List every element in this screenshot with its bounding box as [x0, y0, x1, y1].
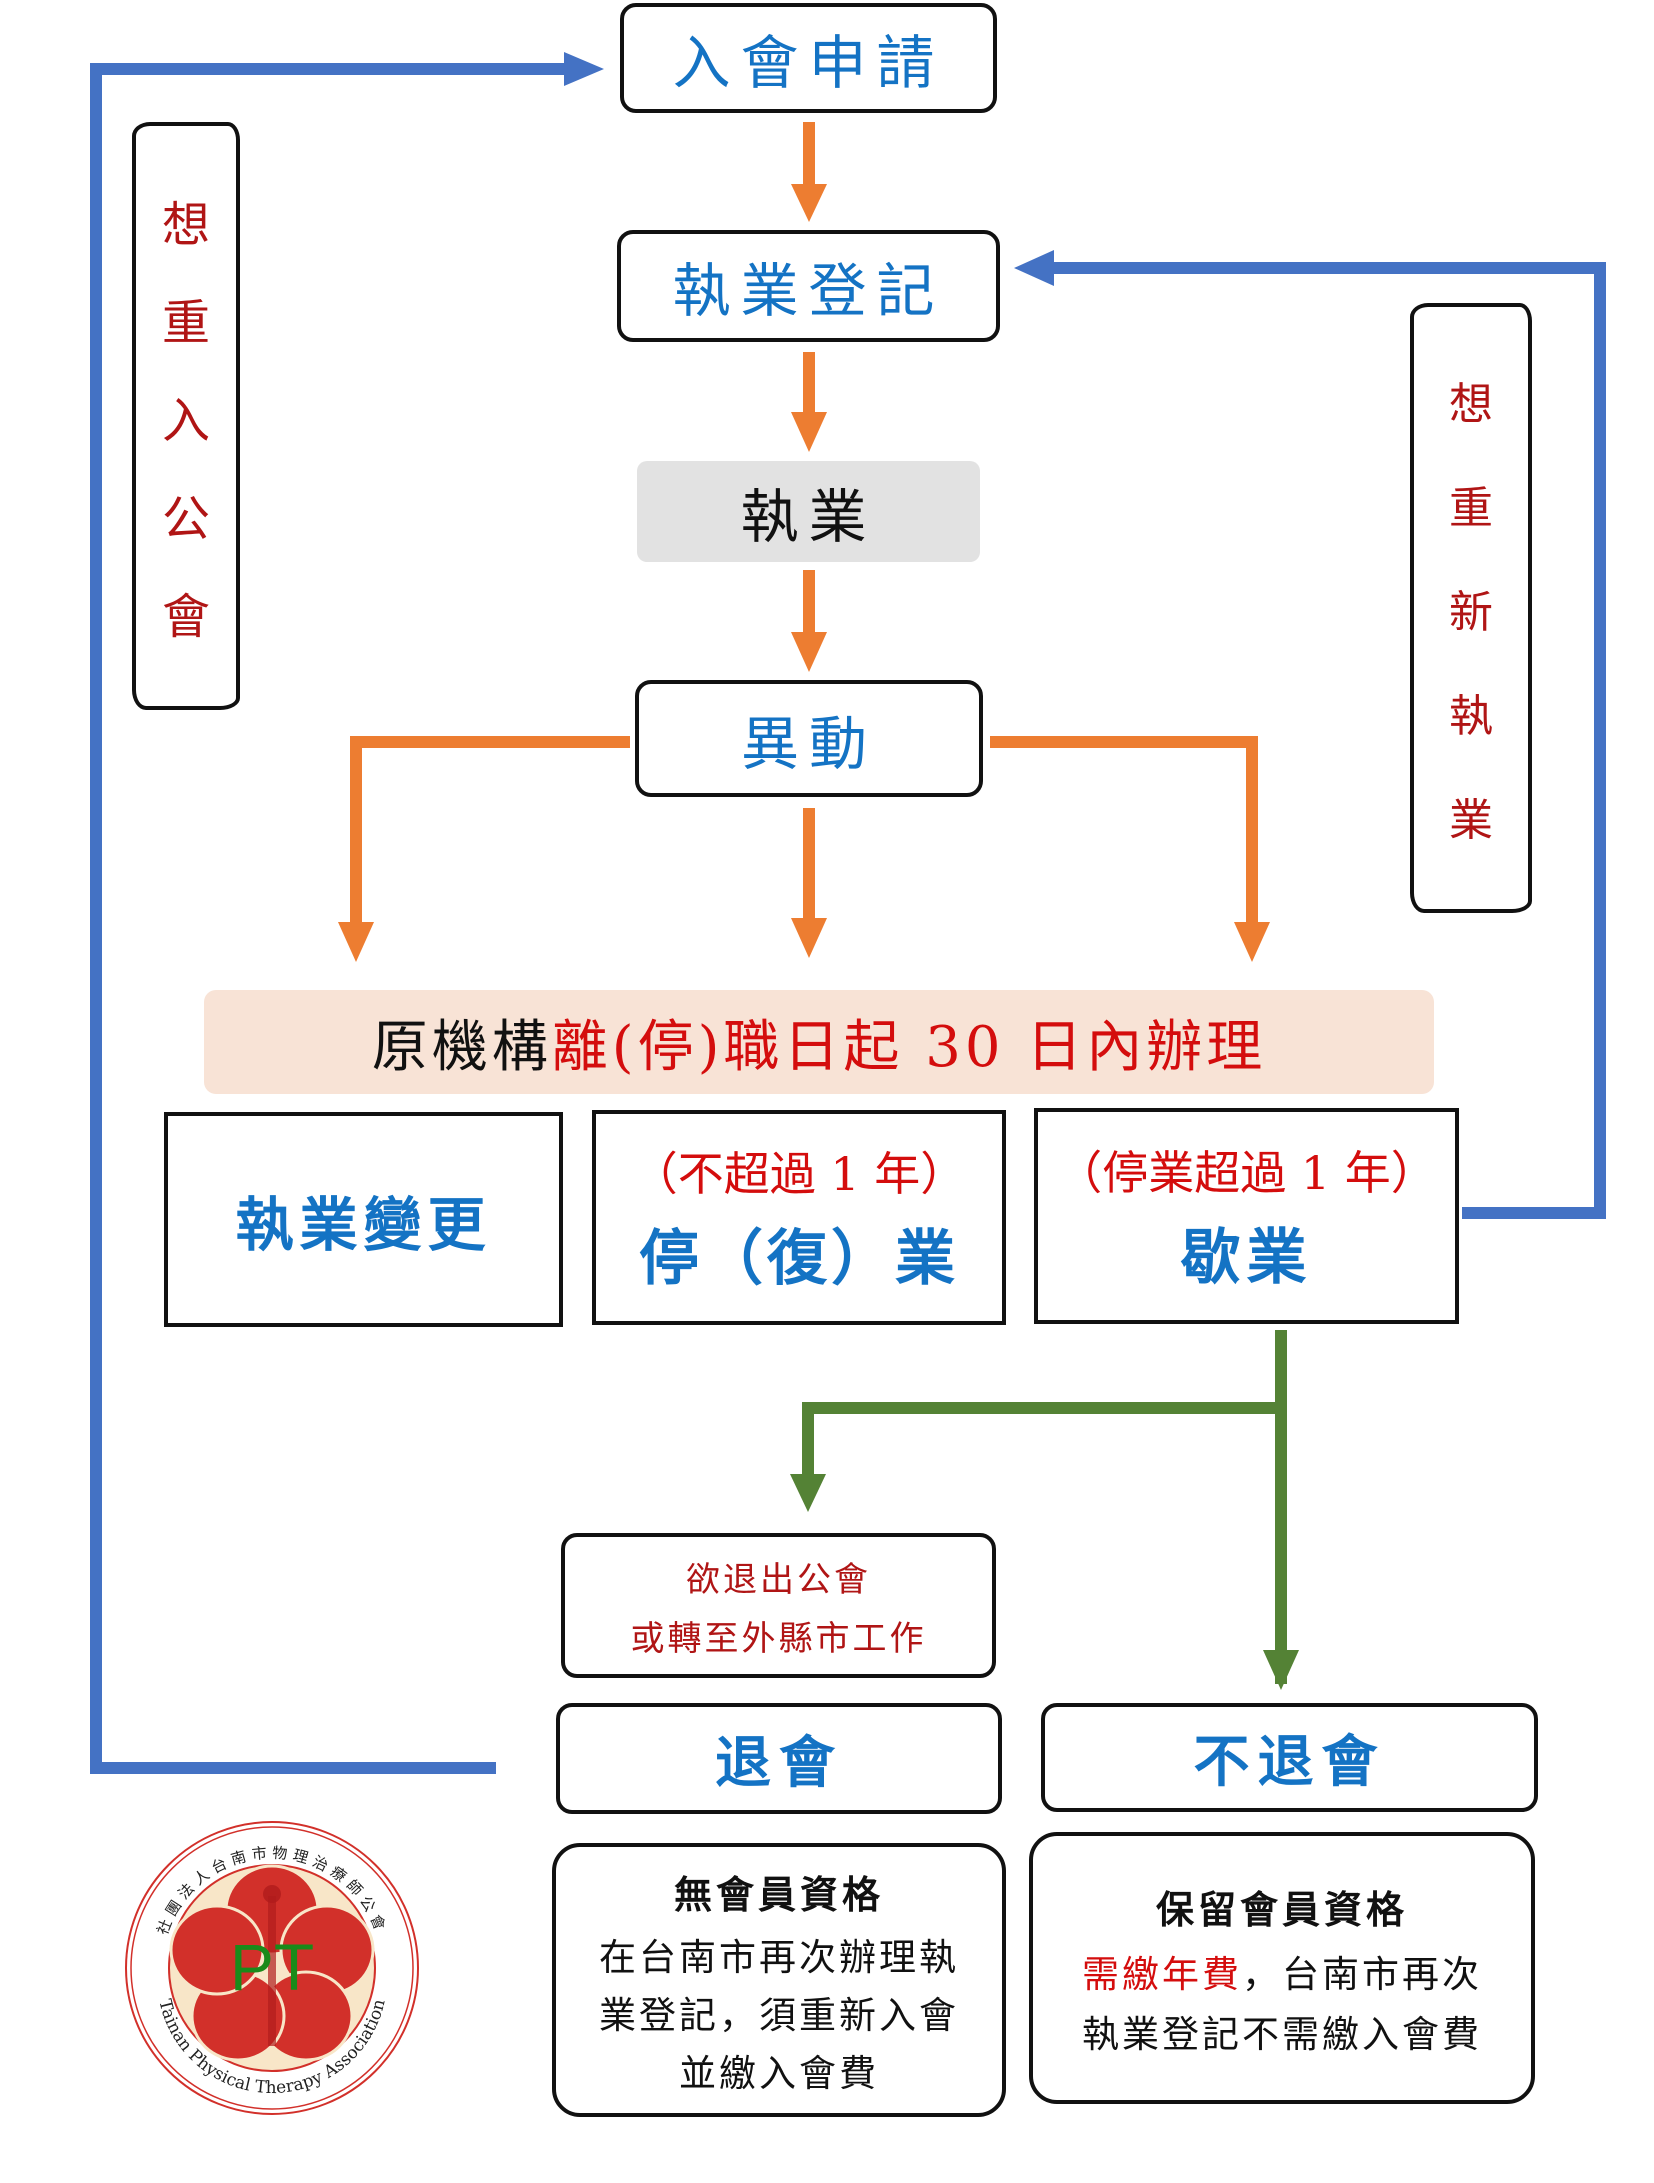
note-repractice-char: 重	[1449, 483, 1493, 534]
stay-desc-line1: 需繳年費，台南市再次	[1082, 1944, 1482, 1998]
withdraw-desc-line: 在台南市再次辦理執	[599, 1935, 959, 1979]
note-repractice-char: 業	[1449, 795, 1493, 846]
option-suspend-title: 停（復）業	[639, 1224, 959, 1294]
outcome-stay-detail: 保留會員資格 需繳年費，台南市再次 執業登記不需繳入會費	[1029, 1832, 1535, 2104]
option-change-practice-title: 執業變更	[235, 1190, 492, 1259]
banner-highlight: 離(停)職日起 30 日內辦理	[551, 1014, 1267, 1080]
withdraw-status: 無會員資格	[673, 1872, 884, 1917]
loop-rejoin-arrow	[90, 52, 604, 1774]
step-register-label: 執業登記	[672, 257, 945, 325]
note-repractice-char: 執	[1449, 691, 1493, 742]
arrow-practice-to-change	[791, 570, 827, 672]
outcome-withdraw-title: 退會	[715, 1731, 843, 1796]
outcome-withdraw-detail: 無會員資格 在台南市再次辦理執 業登記，須重新入會 並繳入會費	[552, 1843, 1006, 2117]
option-suspend-note: （不超過 1 年）	[631, 1147, 967, 1201]
loop-repractice-arrow	[1014, 250, 1606, 1219]
step-apply: 入會申請	[620, 3, 997, 113]
outcome-withdraw: 退會	[556, 1703, 1002, 1814]
withdraw-desc-line: 並繳入會費	[679, 2051, 879, 2095]
step-practice: 執業	[637, 461, 980, 562]
option-suspend: （不超過 1 年） 停（復）業	[592, 1110, 1006, 1325]
stay-desc-rest: ，台南市再次	[1242, 1952, 1482, 1996]
note-rejoin-char: 想	[161, 197, 210, 253]
step-practice-label: 執業	[740, 482, 877, 551]
deadline-banner: 原機構離(停)職日起 30 日內辦理	[204, 990, 1434, 1094]
step-apply-label: 入會申請	[672, 29, 945, 97]
step-change: 異動	[635, 680, 983, 797]
stay-desc-line2: 執業登記不需繳入會費	[1082, 2012, 1482, 2056]
note-rejoin-char: 會	[161, 589, 210, 645]
arrow-apply-to-register	[791, 122, 827, 222]
arrow-change-center	[791, 808, 827, 958]
option-close-title: 歇業	[1180, 1222, 1313, 1293]
stay-status: 保留會員資格	[1155, 1887, 1408, 1932]
arrow-change-right	[990, 736, 1270, 962]
option-close-note: （停業超過 1 年）	[1056, 1145, 1437, 1200]
logo-emblem-icon: PT 社團法人台南市物理治療師公會 Tainan Physical Therap…	[125, 1821, 419, 2115]
option-change-practice: 執業變更	[164, 1112, 563, 1327]
withdraw-desc-line: 業登記，須重新入會	[599, 1993, 959, 2037]
note-rejoin: 想 重 入 公 會	[132, 122, 240, 710]
outcome-stay-title: 不退會	[1193, 1730, 1386, 1795]
arrow-register-to-practice	[791, 352, 827, 452]
logo-mark: PT	[230, 1930, 314, 2004]
note-repractice-char: 新	[1449, 587, 1493, 638]
step-register: 執業登記	[617, 230, 1000, 342]
banner-prefix: 原機構	[371, 1014, 552, 1080]
option-close: （停業超過 1 年） 歇業	[1034, 1108, 1459, 1324]
exit-condition: 欲退出公會 或轉至外縣市工作	[561, 1533, 996, 1678]
arrow-change-left	[338, 736, 630, 962]
outcome-stay: 不退會	[1041, 1703, 1538, 1812]
association-logo: PT 社團法人台南市物理治療師公會 Tainan Physical Therap…	[122, 1818, 422, 2118]
note-repractice-char: 想	[1449, 379, 1493, 430]
exit-condition-line2: 或轉至外縣市工作	[630, 1618, 927, 1659]
exit-branch-arrows	[790, 1330, 1299, 1690]
exit-condition-line1: 欲退出公會	[686, 1559, 871, 1600]
note-rejoin-char: 公	[161, 491, 210, 547]
step-change-label: 異動	[740, 709, 877, 778]
note-rejoin-char: 重	[161, 295, 210, 351]
note-repractice: 想 重 新 執 業	[1410, 303, 1532, 913]
note-rejoin-char: 入	[161, 393, 210, 449]
stay-fee-note: 需繳年費	[1082, 1952, 1242, 1996]
